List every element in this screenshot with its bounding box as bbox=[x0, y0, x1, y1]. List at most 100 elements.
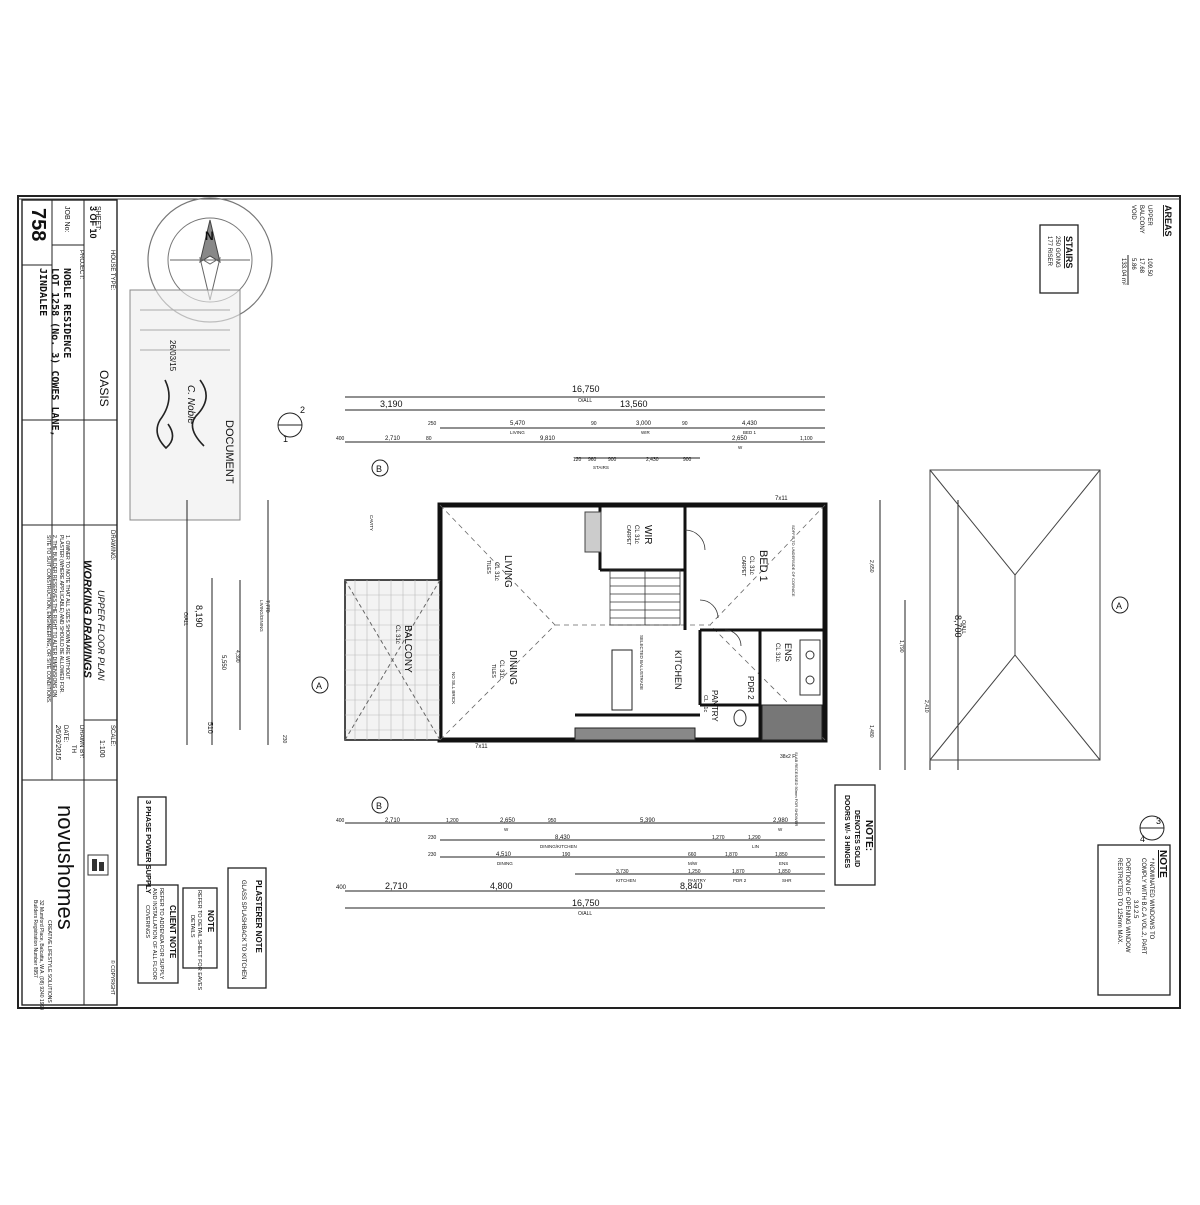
dim-top-c5: 90 bbox=[682, 421, 688, 427]
dim-left-a: 7,770 bbox=[264, 600, 270, 613]
stamp-box bbox=[129, 289, 241, 521]
house-type-label: HOUSE TYPE: bbox=[109, 250, 115, 291]
dim-bot-a4-sub: W bbox=[504, 827, 509, 832]
areas-row-upper-label: UPPER bbox=[1146, 205, 1152, 226]
dim-top-e-sub: STAIRS bbox=[593, 465, 609, 470]
brand-address-1: 32 Mumford Place, Balcatta, W.A. (08) 92… bbox=[38, 900, 44, 1010]
dim-bot-c1: 230 bbox=[428, 852, 437, 858]
room-pdr: PDR 2 bbox=[746, 676, 755, 700]
dim-bot-e2: 2,710 bbox=[385, 881, 408, 891]
drawing-line2: WORKING DRAWINGS bbox=[81, 560, 93, 679]
dim-right-overall: 8,700 bbox=[953, 615, 963, 638]
dim-bot-a7: 2,980 bbox=[773, 818, 789, 824]
window-note-line1: * NOMINATED WINDOWS TO bbox=[1148, 858, 1154, 940]
room-living-cl: CL 31c bbox=[493, 562, 499, 581]
window-note-line4: PORTION OF OPENING WINDOW bbox=[1124, 858, 1130, 953]
dim-top-overall-sub: O/ALL bbox=[578, 398, 592, 404]
dim-top-e4: 2,430 bbox=[646, 457, 659, 463]
dim-bot-c3: 190 bbox=[562, 852, 571, 858]
room-wir-cl: CL 31c bbox=[633, 525, 639, 544]
dim-bot-c6-sub: ENS bbox=[779, 861, 788, 866]
room-pantry: PANTRY bbox=[710, 690, 719, 722]
no-sill-brick: NO SILL BRICK bbox=[451, 672, 456, 704]
dim-bot-b2: 8,430 bbox=[555, 835, 571, 841]
dim-right-a: 2,650 bbox=[868, 560, 874, 573]
stamp-signature: C. Noble bbox=[185, 385, 196, 424]
dim-bot-a1: 400 bbox=[336, 818, 345, 824]
stairs-title: STAIRS bbox=[1064, 236, 1074, 268]
elevation-marker-right-bottom: 4 bbox=[1140, 834, 1145, 844]
section-marker-a-right-label: A bbox=[1116, 601, 1122, 611]
dim-bot-d2: 1,250 bbox=[688, 869, 701, 875]
dim-top-e1: 120 bbox=[573, 457, 582, 463]
window-note-line2: COMPLY WITH B.C.A VOL.2, PART bbox=[1140, 858, 1146, 955]
room-dining-cl: CL 31c bbox=[498, 660, 504, 679]
dim-top-c2: 5,470 bbox=[510, 421, 526, 427]
drawn-value: TH bbox=[70, 745, 76, 753]
window-note-line3: 3.9.2.5 bbox=[1132, 900, 1138, 919]
window-7x11-bottom: 7x11 bbox=[475, 744, 488, 750]
dim-top-d5-sub: W bbox=[738, 445, 743, 450]
room-bed1-finish: CARPET bbox=[740, 556, 746, 576]
north-arrow-icon bbox=[199, 219, 221, 264]
dim-bot-a5: 950 bbox=[548, 818, 557, 824]
areas-row-balcony-value: 17.68 bbox=[1138, 258, 1144, 274]
stairs-riser: 177 RISER bbox=[1046, 236, 1052, 267]
dim-bot-b2-sub: DINING/KITCHEN bbox=[540, 844, 577, 849]
dim-right-b: 1,790 bbox=[898, 640, 904, 653]
stamp-text: DOCUMENT bbox=[223, 420, 235, 484]
drawn-label: DRAWN BY: bbox=[78, 725, 84, 759]
north-letter: N bbox=[205, 229, 214, 243]
bottom-dimensions: 400 2,710 1,200 2,650 W 950 5,390 2,980 … bbox=[336, 818, 825, 917]
client-note-1: REFER TO ADDENDA FOR SUPPLY bbox=[158, 888, 164, 980]
section-marker-a-right bbox=[1111, 596, 1129, 614]
dim-top-c4-sub: WIR bbox=[641, 430, 650, 435]
plasterer-text: GLASS SPLASHBACK TO KITCHEN bbox=[240, 880, 246, 979]
dim-top-overall: 16,750 bbox=[572, 384, 600, 394]
dim-left-a-sub: LIVING/DINING bbox=[259, 600, 264, 632]
dim-left-c: 4,390 bbox=[234, 650, 240, 663]
room-bed1: BED 1 bbox=[757, 550, 769, 582]
dim-top-d2: 2,710 bbox=[385, 436, 401, 442]
floor-plan: LIVING CL 31c TILES DINING CL 31c TILES … bbox=[344, 496, 828, 826]
dim-bot-a6: 5,390 bbox=[640, 818, 656, 824]
dim-bot-b3: 1,270 bbox=[712, 835, 725, 841]
selected-balustrade: SELECTED BALUSTRADE bbox=[639, 635, 644, 690]
dim-bot-d3: 1,870 bbox=[732, 869, 745, 875]
dim-top-d5: 2,650 bbox=[732, 436, 748, 442]
ens-vanity bbox=[799, 639, 821, 696]
dim-right-c: 2,410 bbox=[923, 700, 929, 713]
project-line2: LOT 1258 (No. 3) COWES LANE, bbox=[49, 268, 60, 437]
dim-bot-d4-sub: SHR bbox=[782, 878, 792, 883]
dim-left-overall-sub: O/ALL bbox=[182, 612, 188, 626]
areas-row-upper-value: 109.50 bbox=[1146, 258, 1152, 277]
dim-right-d: 1,480 bbox=[868, 725, 874, 738]
room-wir: WIR bbox=[642, 525, 653, 544]
dim-top-c1: 250 bbox=[428, 421, 437, 427]
project-label: PROJECT: bbox=[78, 250, 84, 279]
door-note-line2: DOORS W/- 3 HINGES bbox=[843, 795, 850, 868]
date-label: DATE: bbox=[62, 725, 68, 743]
dim-top-c6: 4,430 bbox=[742, 421, 758, 427]
top-dimensions: 16,750 O/ALL 3,190 13,560 250 5,470 LIVI… bbox=[336, 384, 825, 470]
eaves-note-title: NOTE bbox=[206, 910, 215, 933]
dim-top-e2: 960 bbox=[588, 457, 597, 463]
room-balcony: BALCONY bbox=[402, 625, 413, 673]
dim-bot-b4: 1,290 bbox=[748, 835, 761, 841]
dim-bot-e4: 8,840 bbox=[680, 881, 703, 891]
areas-table: AREAS UPPER 109.50 BALCONY 17.68 VOID 5.… bbox=[1120, 205, 1173, 285]
eaves-note-box: NOTE REFER TO DETAIL SHEET FOR EAVES DET… bbox=[182, 887, 218, 990]
dim-bot-a2: 2,710 bbox=[385, 818, 401, 824]
areas-row-void-value: 5.86 bbox=[1130, 258, 1136, 270]
dim-top-d3: 80 bbox=[426, 436, 432, 442]
door-note-box: NOTE: DENOTES SOLID DOORS W/- 3 HINGES bbox=[834, 784, 876, 886]
dim-bot-d2-sub: PANTRY bbox=[688, 878, 706, 883]
dim-bot-a3: 1,200 bbox=[446, 818, 459, 824]
job-number: 758 bbox=[27, 208, 49, 241]
drawing-line1: UPPER FLOOR PLAN bbox=[96, 590, 106, 681]
client-note-box: CLIENT NOTE REFER TO ADDENDA FOR SUPPLY … bbox=[137, 884, 179, 984]
power-supply-box: 3 PHASE POWER SUPPLY bbox=[137, 796, 167, 894]
dim-top-e3: 900 bbox=[608, 457, 617, 463]
room-dining: DINING bbox=[507, 650, 518, 685]
dim-top-d1: 400 bbox=[336, 436, 345, 442]
